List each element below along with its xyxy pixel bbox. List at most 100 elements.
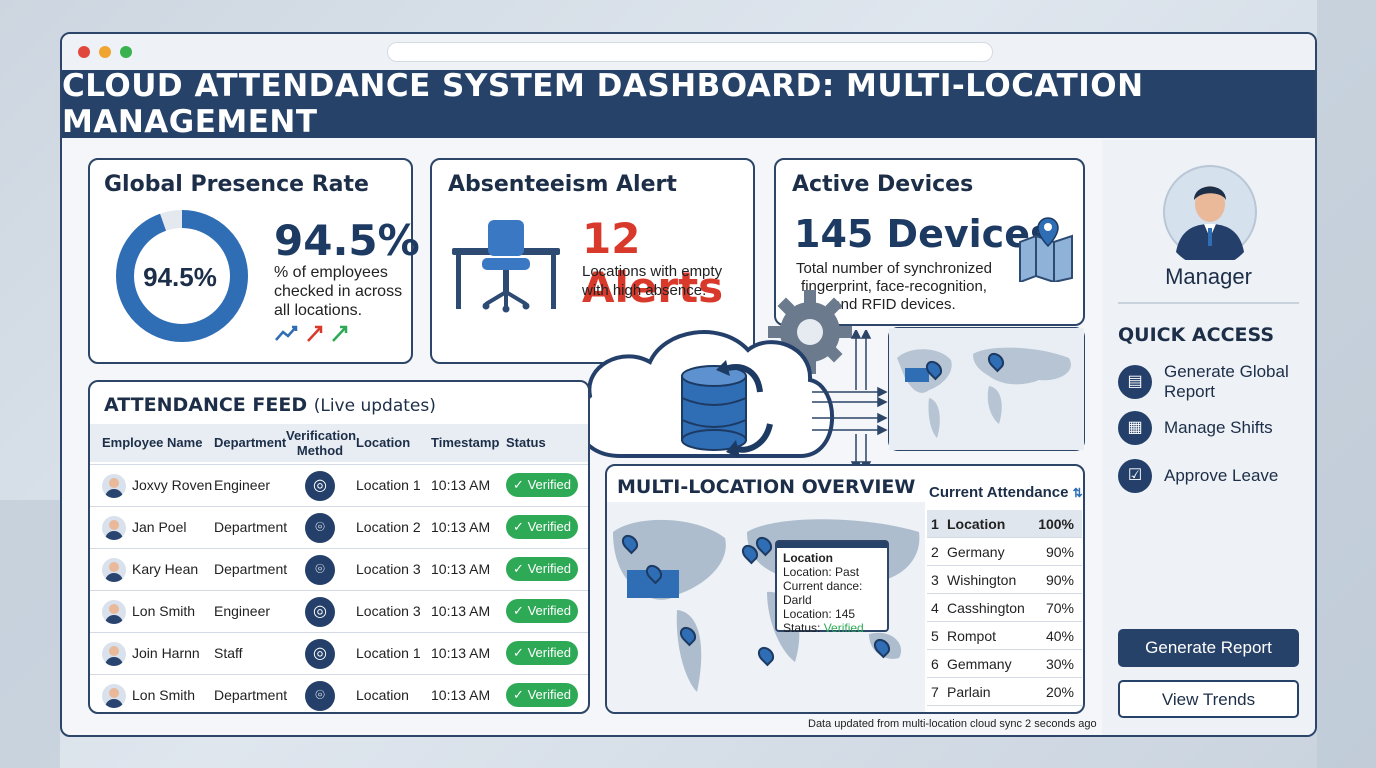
location-name: Parlain [947,684,991,700]
address-bar[interactable] [387,42,993,62]
background-shape [1317,0,1376,768]
presence-title: Global Presence Rate [104,172,369,197]
view-trends-button[interactable]: View Trends [1118,680,1299,718]
world-map-mini [889,328,1084,450]
location-percent: 30% [1045,656,1074,672]
employee-department: Department [214,687,288,703]
employee-timestamp: 10:13 AM [431,645,491,661]
absenteeism-value: 12 Alerts [582,214,724,312]
employee-name: Join Harnn [132,645,200,661]
sidebar-divider [1118,302,1299,304]
calendar-icon: ▦ [1118,411,1152,445]
presence-donut [116,210,248,342]
col-employee-name[interactable]: Employee Name [102,435,203,450]
manager-avatar[interactable] [1162,164,1258,260]
employee-department: Staff [214,645,243,661]
quick-access-generate-global-report[interactable]: ▤ Generate Global Report [1118,362,1294,402]
avatar [102,642,126,666]
close-dot-icon[interactable] [78,46,90,58]
employee-location: Location 3 [356,561,421,577]
sync-status-text: Data updated from multi-location cloud s… [808,718,1097,730]
col-location[interactable]: Location [356,435,411,450]
location-name: Wishington [947,572,1017,588]
current-attendance-title[interactable]: Current Attendance ⇅ [929,484,1083,501]
overview-title: MULTI-LOCATION OVERVIEW [617,476,916,498]
quick-access-manage-shifts[interactable]: ▦ Manage Shifts [1118,411,1273,445]
tooltip-line2: Current dance: Darld [783,579,863,607]
presence-card: Global Presence Rate 94.5% 94.5% % of em… [88,158,420,364]
sort-icon[interactable]: ⇅ [1072,486,1083,500]
status-badge: ✓ Verified [506,515,578,539]
fingerprint-icon: ◎ [305,597,335,627]
minimize-dot-icon[interactable] [99,46,111,58]
employee-timestamp: 10:13 AM [431,687,491,703]
employee-location: Location 1 [356,645,421,661]
tooltip-line4-value: Verified [823,621,864,635]
quick-access-label: Approve Leave [1164,466,1279,485]
employee-name: Joxvy Roven [132,477,213,493]
checkbox-icon: ☑ [1118,459,1152,493]
location-row[interactable]: 7 Parlain 20% [927,678,1082,706]
location-percent: 70% [1045,600,1074,616]
employee-timestamp: 10:13 AM [431,519,491,535]
location-rank: 2 [931,544,939,560]
employee-timestamp: 10:13 AM [431,477,491,493]
quick-access-approve-leave[interactable]: ☑ Approve Leave [1118,459,1278,493]
feed-table-header: Employee Name Department Verification Me… [90,424,588,462]
employee-timestamp: 10:13 AM [431,603,491,619]
fingerprint-icon: ◎ [305,471,335,501]
location-percent: 20% [1045,684,1074,700]
tooltip-title: Location [783,551,833,565]
quick-access-title: QUICK ACCESS [1118,324,1275,346]
right-sidebar: Manager QUICK ACCESS ▤ Generate Global R… [1102,140,1315,735]
avatar [102,516,126,540]
cloud-sync-illustration [575,290,852,458]
status-badge: ✓ Verified [506,683,578,707]
presence-donut-arc [116,210,248,342]
maximize-dot-icon[interactable] [120,46,132,58]
trend-arrows-icon [275,325,348,342]
employee-location: Location 3 [356,603,421,619]
employee-department: Engineer [214,603,271,619]
current-attendance-label: Current Attendance [929,484,1069,501]
presence-value: 94.5% [274,216,420,265]
background-shape [0,500,60,768]
employee-name: Jan Poel [132,519,187,535]
status-badge: ✓ Verified [506,599,578,623]
face-recognition-icon: ⌾ [305,681,335,711]
location-rank: 3 [931,572,939,588]
col-verification-method[interactable]: Verification Method [286,428,357,458]
table-row[interactable]: Lon Smith Engineer ◎ Location 3 10:13 AM ✓ Ve… [90,590,588,632]
face-recognition-icon: ⌾ [305,513,335,543]
col-status[interactable]: Status [506,435,546,450]
quick-access-label: Generate Global Report [1164,362,1289,401]
employee-name: Lon Smith [132,603,196,619]
generate-report-button[interactable]: Generate Report [1118,629,1299,667]
status-badge: ✓ Verified [506,557,578,581]
location-name: Location [947,516,1006,532]
devices-value: 145 Devices [794,212,1053,256]
location-tooltip: Location Location: Past Current dance: D… [775,540,889,635]
col-department[interactable]: Department [214,435,287,450]
col-timestamp[interactable]: Timestamp [431,435,500,450]
location-rank: 7 [931,684,939,700]
avatar [102,558,126,582]
map-pin-icon [1019,217,1073,282]
status-text: Verified [527,603,571,618]
employee-location: Location 2 [356,519,421,535]
document-icon: ▤ [1118,365,1152,399]
feed-title: ATTENDANCE FEED (Live updates) [104,394,436,416]
presence-donut-label: 94.5% [143,262,217,292]
location-rank: 4 [931,600,939,616]
